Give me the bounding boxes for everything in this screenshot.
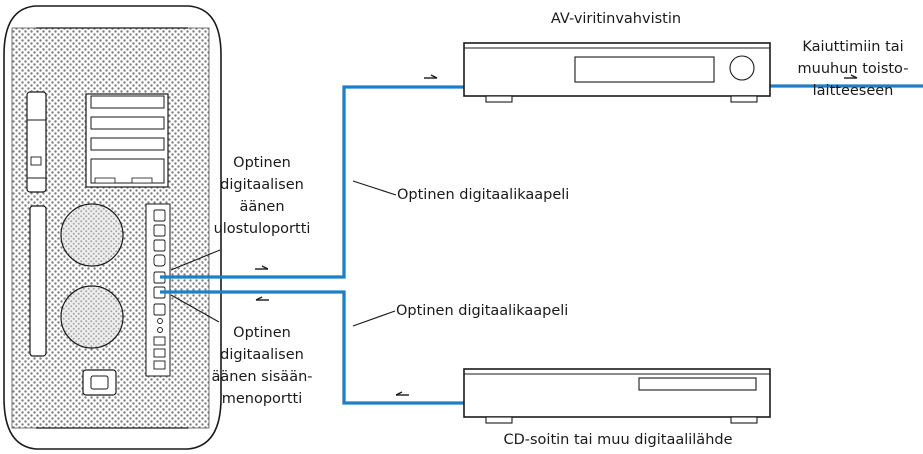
handle-strip — [29, 205, 47, 357]
cable-output-line — [160, 85, 464, 279]
leader-lines — [170, 180, 397, 327]
optical-out-label: Optinen digitaalisen äänen ulostuloportt… — [207, 152, 317, 240]
front-slot-column — [26, 91, 47, 193]
receiver-display — [574, 56, 715, 83]
optical-cables — [160, 84, 923, 405]
optical-out-label-line: ulostuloportti — [213, 221, 311, 237]
power-indicator — [30, 156, 42, 166]
receiver-volume-knob — [729, 55, 755, 81]
cd-player — [463, 368, 771, 424]
speakers-label-line: Kaiuttimiin tai — [802, 39, 904, 55]
leader-cable-top — [352, 180, 397, 196]
cd-player-label: CD-soitin tai muu digitaalilähde — [503, 432, 733, 448]
arrow-right-icon — [844, 74, 858, 79]
speakers-label-line: laitteeseen — [812, 83, 894, 99]
leader-optical-in — [170, 294, 220, 323]
speakers-label: Kaiuttimiin tai muuhun toisto- laitteese… — [783, 36, 923, 102]
av-receiver — [463, 42, 771, 103]
port-column — [145, 203, 171, 377]
cd-tray — [638, 377, 757, 391]
optical-out-label-line: äänen — [239, 199, 285, 215]
lower-fan-grille — [60, 285, 124, 349]
cable-bottom-label: Optinen digitaalikaapeli — [396, 303, 569, 319]
computer-tower — [3, 5, 222, 450]
optical-in-label-line: äänen sisään- — [211, 369, 313, 385]
optical-in-label-line: Optinen — [233, 325, 291, 341]
arrow-left-icon — [395, 391, 409, 396]
signal-arrows — [255, 74, 858, 396]
arrow-right-icon — [255, 265, 269, 270]
receiver-label: AV-viritinvahvistin — [550, 11, 682, 27]
arrow-left-icon — [255, 296, 269, 301]
drive-bays — [85, 93, 169, 188]
cable-input-line — [160, 290, 464, 405]
optical-out-label-line: Optinen — [233, 155, 291, 171]
optical-out-label-line: digitaalisen — [220, 177, 304, 193]
optical-in-label-line: menoportti — [221, 391, 303, 407]
leader-optical-out — [170, 249, 221, 271]
leader-cable-bottom — [352, 310, 396, 327]
speakers-label-line: muuhun toisto- — [797, 61, 909, 77]
arrow-right-icon — [424, 74, 438, 79]
optical-in-label-line: digitaalisen — [220, 347, 304, 363]
cable-top-label: Optinen digitaalikaapeli — [397, 187, 570, 203]
optical-in-label: Optinen digitaalisen äänen sisään- menop… — [207, 322, 317, 410]
upper-fan-grille — [60, 203, 124, 267]
